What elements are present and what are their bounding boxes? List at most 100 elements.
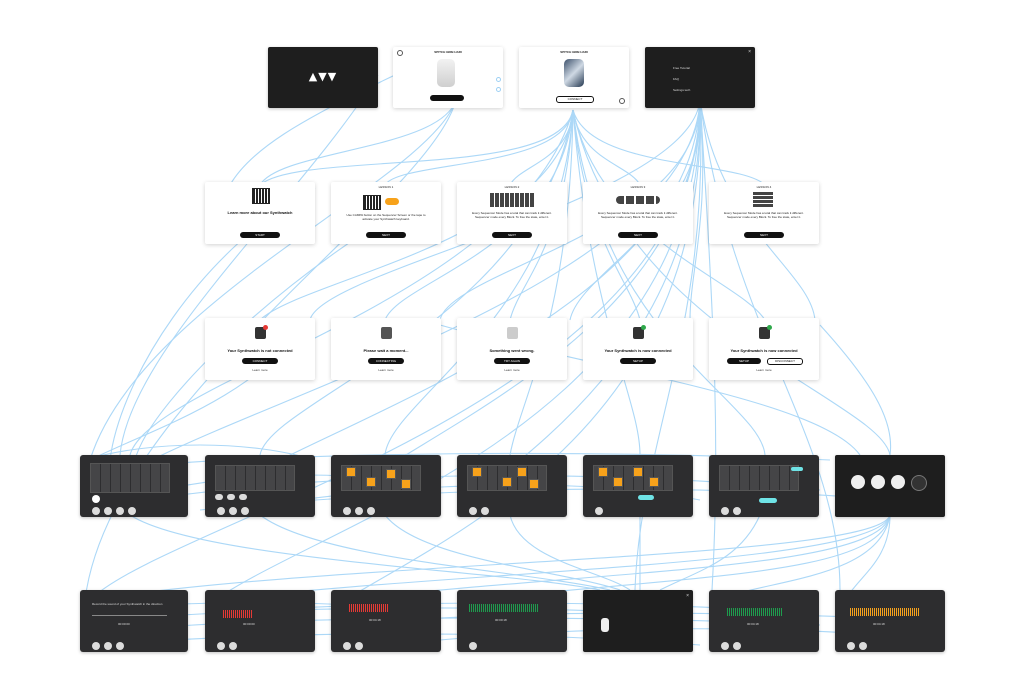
mode-button[interactable] — [891, 475, 905, 489]
disconnect-button[interactable]: DISCONNECT — [767, 358, 803, 365]
control-button[interactable] — [343, 642, 351, 650]
control-button[interactable] — [343, 507, 351, 515]
next-button[interactable]: NEXT — [618, 232, 658, 238]
setup-button[interactable]: SETUP — [727, 358, 761, 364]
control-button[interactable] — [92, 507, 100, 515]
status-connected-options[interactable]: Your Synthwatch is now connected SETUP D… — [709, 318, 819, 380]
menu-item[interactable]: Settings tech — [673, 88, 691, 92]
tutorial-lesson-2[interactable]: LESSON 2 Every Sequencer Mode has a tota… — [457, 182, 567, 244]
control-button[interactable] — [733, 642, 741, 650]
active-pad[interactable] — [366, 477, 376, 487]
control-button[interactable] — [469, 507, 477, 515]
recorder-screen-6[interactable]: 00:04:18 — [709, 590, 819, 652]
status-connecting[interactable]: Please wait a moment... CONNECTING Learn… — [331, 318, 441, 380]
setup-button[interactable]: SETUP — [620, 358, 656, 364]
recorder-screen-1[interactable]: Record the sound of your Synthwatch in t… — [80, 590, 188, 652]
control-button[interactable] — [229, 507, 237, 515]
control-button[interactable] — [721, 642, 729, 650]
status-connected[interactable]: Your Synthwatch is now connected SETUP — [583, 318, 693, 380]
control-button[interactable] — [92, 642, 100, 650]
pad-grid[interactable] — [719, 465, 799, 491]
play-button[interactable] — [92, 495, 100, 503]
recorder-screen-3[interactable]: 00:04:18 — [331, 590, 441, 652]
control-button[interactable] — [721, 507, 729, 515]
device-carousel[interactable] — [430, 95, 464, 101]
control-button[interactable] — [481, 507, 489, 515]
learn-more-link[interactable]: Learn more — [504, 368, 520, 372]
control-button[interactable] — [217, 642, 225, 650]
synth-screen-1[interactable] — [80, 455, 188, 517]
status-not-connected[interactable]: Your Synthwatch is not connected CONNECT… — [205, 318, 315, 380]
connect-button[interactable]: CONNECT — [242, 358, 278, 364]
control-button[interactable] — [116, 507, 124, 515]
splash-screen[interactable]: ▲▼▼ — [268, 47, 378, 108]
share-icon[interactable] — [601, 618, 609, 632]
device-picker-screen-2[interactable]: SPITCH GIRB HARI CONNECT — [519, 47, 629, 108]
synth-screen-6[interactable] — [709, 455, 819, 517]
active-pad[interactable] — [386, 469, 396, 479]
learn-more-link[interactable]: Learn more — [378, 368, 394, 372]
recorder-screen-7[interactable]: 00:04:18 — [835, 590, 945, 652]
synth-screen-3[interactable] — [331, 455, 441, 517]
active-pad[interactable] — [613, 477, 623, 487]
menu-screen[interactable]: × Free Tutorial FAQ Settings tech — [645, 47, 755, 108]
pad-grid[interactable] — [215, 465, 295, 491]
next-button[interactable]: NEXT — [744, 232, 784, 238]
synth-screen-2[interactable] — [205, 455, 315, 517]
control-button[interactable] — [116, 642, 124, 650]
control-button[interactable] — [104, 642, 112, 650]
control-button[interactable] — [104, 507, 112, 515]
highlight-slider[interactable] — [638, 495, 654, 500]
active-pad[interactable] — [401, 479, 411, 489]
menu-item[interactable]: Free Tutorial — [673, 66, 690, 70]
synth-screen-5[interactable] — [583, 455, 693, 517]
learn-more-link[interactable]: Learn more — [252, 368, 268, 372]
tutorial-lesson-3[interactable]: LESSON 3 Every Sequencer Mode has a tota… — [583, 182, 693, 244]
mode-button[interactable] — [871, 475, 885, 489]
close-icon[interactable]: × — [686, 593, 689, 599]
knob[interactable] — [215, 494, 223, 500]
tutorial-intro-card[interactable]: Learn more about our Synthwatch START — [205, 182, 315, 244]
control-button[interactable] — [229, 642, 237, 650]
active-pad[interactable] — [529, 479, 539, 489]
menu-item[interactable]: FAQ — [673, 77, 680, 81]
next-button[interactable]: NEXT — [366, 232, 406, 238]
connecting-button[interactable]: CONNECTING — [368, 358, 404, 364]
knob[interactable] — [227, 494, 235, 500]
control-button[interactable] — [367, 507, 375, 515]
recorder-screen-4[interactable]: 00:00:18 — [457, 590, 567, 652]
control-button[interactable] — [355, 507, 363, 515]
control-button[interactable] — [241, 507, 249, 515]
close-mode-button[interactable] — [911, 475, 927, 491]
active-pad[interactable] — [502, 477, 512, 487]
device-picker-screen[interactable]: SPITCH GIRB HARI — [393, 47, 503, 108]
synth-screen-4[interactable] — [457, 455, 567, 517]
control-button[interactable] — [595, 507, 603, 515]
status-error[interactable]: Something went wrong. TRY AGAIN Learn mo… — [457, 318, 567, 380]
recorder-export-screen[interactable]: × — [583, 590, 693, 652]
close-icon[interactable]: × — [748, 49, 751, 55]
active-pad[interactable] — [598, 467, 608, 477]
active-pad[interactable] — [472, 467, 482, 477]
knob[interactable] — [239, 494, 247, 500]
tutorial-lesson-1[interactable]: LESSON 1 Use CAMPA button on the Sequenc… — [331, 182, 441, 244]
start-button[interactable]: START — [240, 232, 280, 238]
learn-more-link[interactable]: Learn more — [756, 368, 772, 372]
control-button[interactable] — [733, 507, 741, 515]
control-button[interactable] — [847, 642, 855, 650]
control-button[interactable] — [128, 507, 136, 515]
settings-icon[interactable] — [619, 98, 625, 104]
pad-grid[interactable] — [90, 463, 170, 493]
active-pad[interactable] — [346, 467, 356, 477]
back-icon[interactable] — [397, 50, 403, 56]
mode-button[interactable] — [851, 475, 865, 489]
next-button[interactable]: NEXT — [492, 232, 532, 238]
timeline[interactable] — [92, 615, 167, 616]
control-button[interactable] — [859, 642, 867, 650]
active-pad[interactable] — [649, 477, 659, 487]
tutorial-lesson-4[interactable]: LESSON 4 Every Sequencer Mode has a tota… — [709, 182, 819, 244]
recorder-screen-2[interactable]: 00:00:00 — [205, 590, 315, 652]
active-pad[interactable] — [517, 467, 527, 477]
try-again-button[interactable]: TRY AGAIN — [494, 358, 530, 364]
control-button[interactable] — [217, 507, 225, 515]
